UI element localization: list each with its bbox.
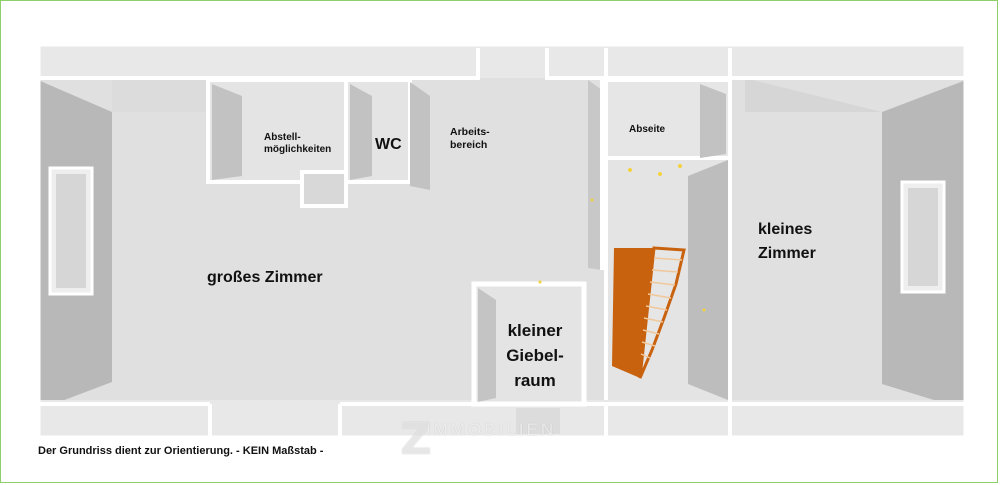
label-abseite: Abseite	[629, 124, 666, 135]
label-giebelraum: kleiner Giebel- raum	[494, 318, 576, 393]
wc-wall-face	[350, 84, 372, 180]
label-abstell: Abstell- möglichkeiten	[264, 132, 331, 156]
stair-steps	[640, 257, 683, 359]
label-kleines-zimmer-line2: Zimmer	[758, 245, 816, 262]
disclaimer-caption: Der Grundriss dient zur Orientierung. - …	[38, 445, 324, 457]
label-giebelraum-line3: raum	[514, 371, 556, 390]
stair-room-wall-face	[688, 160, 728, 400]
outer-walls	[35, 41, 969, 441]
top-corridor	[38, 44, 966, 78]
label-arbeitsbereich: Arbeits- bereich	[450, 126, 490, 151]
storage-box	[300, 170, 348, 208]
top-left-slope	[112, 78, 210, 112]
label-arbeitsbereich-line2: bereich	[450, 138, 488, 151]
label-abstell-line1: Abstell-	[264, 132, 301, 143]
label-grosses-zimmer: großes Zimmer	[207, 269, 323, 286]
ceiling-lights	[538, 164, 706, 312]
storage-wall-face	[212, 84, 242, 180]
abseite-wall-face	[700, 84, 726, 158]
top-right-slope	[745, 78, 882, 112]
arbeitsbereich-right-face	[588, 80, 602, 270]
arbeitsbereich-left-face	[410, 82, 430, 190]
bottom-walls	[38, 78, 966, 438]
label-abstell-line2: möglichkeiten	[264, 144, 332, 155]
label-wc: WC	[375, 136, 402, 153]
label-giebelraum-line2: Giebel-	[506, 346, 564, 365]
giebelraum-wall-face	[478, 288, 496, 402]
label-arbeitsbereich-line1: Arbeits-	[450, 126, 490, 138]
window-left-pane	[56, 174, 86, 288]
label-kleines-zimmer-line1: kleines	[758, 221, 813, 238]
label-giebelraum-line1: kleiner	[507, 321, 563, 340]
bottom-niche	[516, 408, 560, 434]
label-kleines-zimmer: kleines Zimmer	[758, 218, 816, 266]
window-right-pane	[908, 188, 938, 286]
